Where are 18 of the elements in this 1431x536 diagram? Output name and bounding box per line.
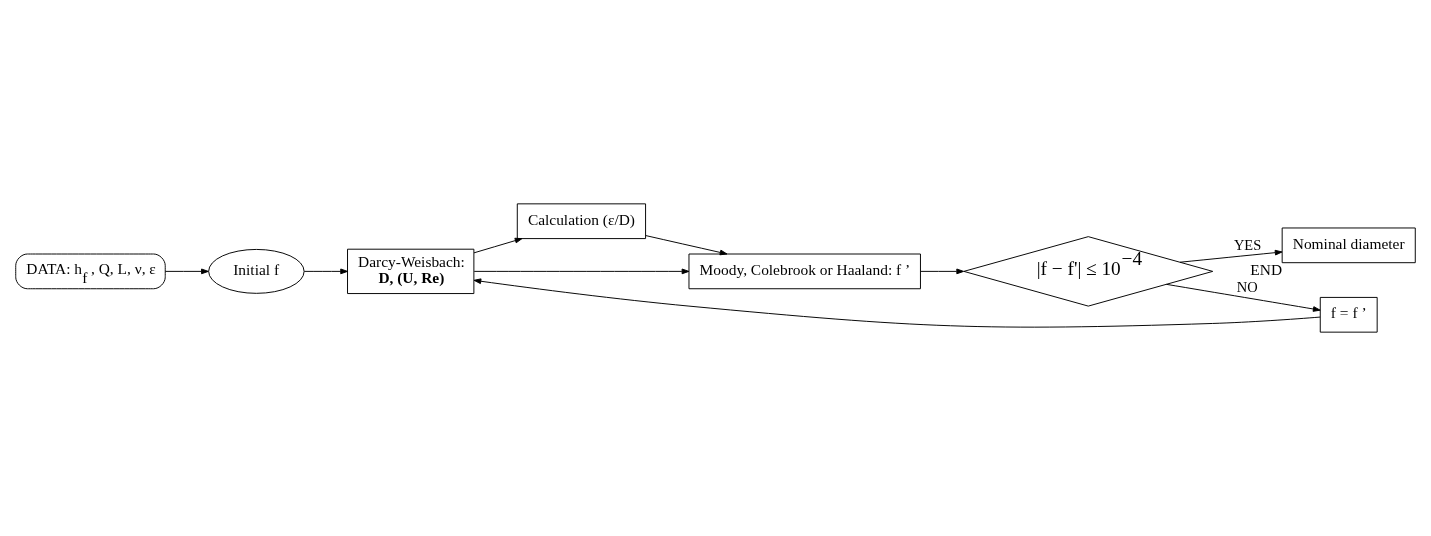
arrow [1179, 249, 1283, 263]
node-box: Calculation (ε/D) [516, 203, 647, 240]
arrow [1166, 283, 1321, 312]
arrow [920, 268, 965, 275]
node-box: f = f ’ [1319, 296, 1378, 333]
node-box: Nominal diameter [1281, 227, 1416, 264]
node-label: END [1250, 261, 1283, 279]
node-ellipse: Initial f [208, 248, 305, 294]
arrow [303, 268, 348, 275]
arrow [473, 268, 690, 275]
node-box: Darcy-Weisbach: D, (U, Re) [347, 248, 475, 295]
arrow [645, 235, 728, 256]
arrow [164, 268, 209, 275]
arrow [473, 278, 1321, 328]
arrow [473, 237, 523, 254]
node-box: Moody, Colebrook or Haaland: f ’ [688, 253, 921, 290]
edge-label: YES [1233, 237, 1262, 254]
edge-label: NO [1236, 278, 1258, 295]
